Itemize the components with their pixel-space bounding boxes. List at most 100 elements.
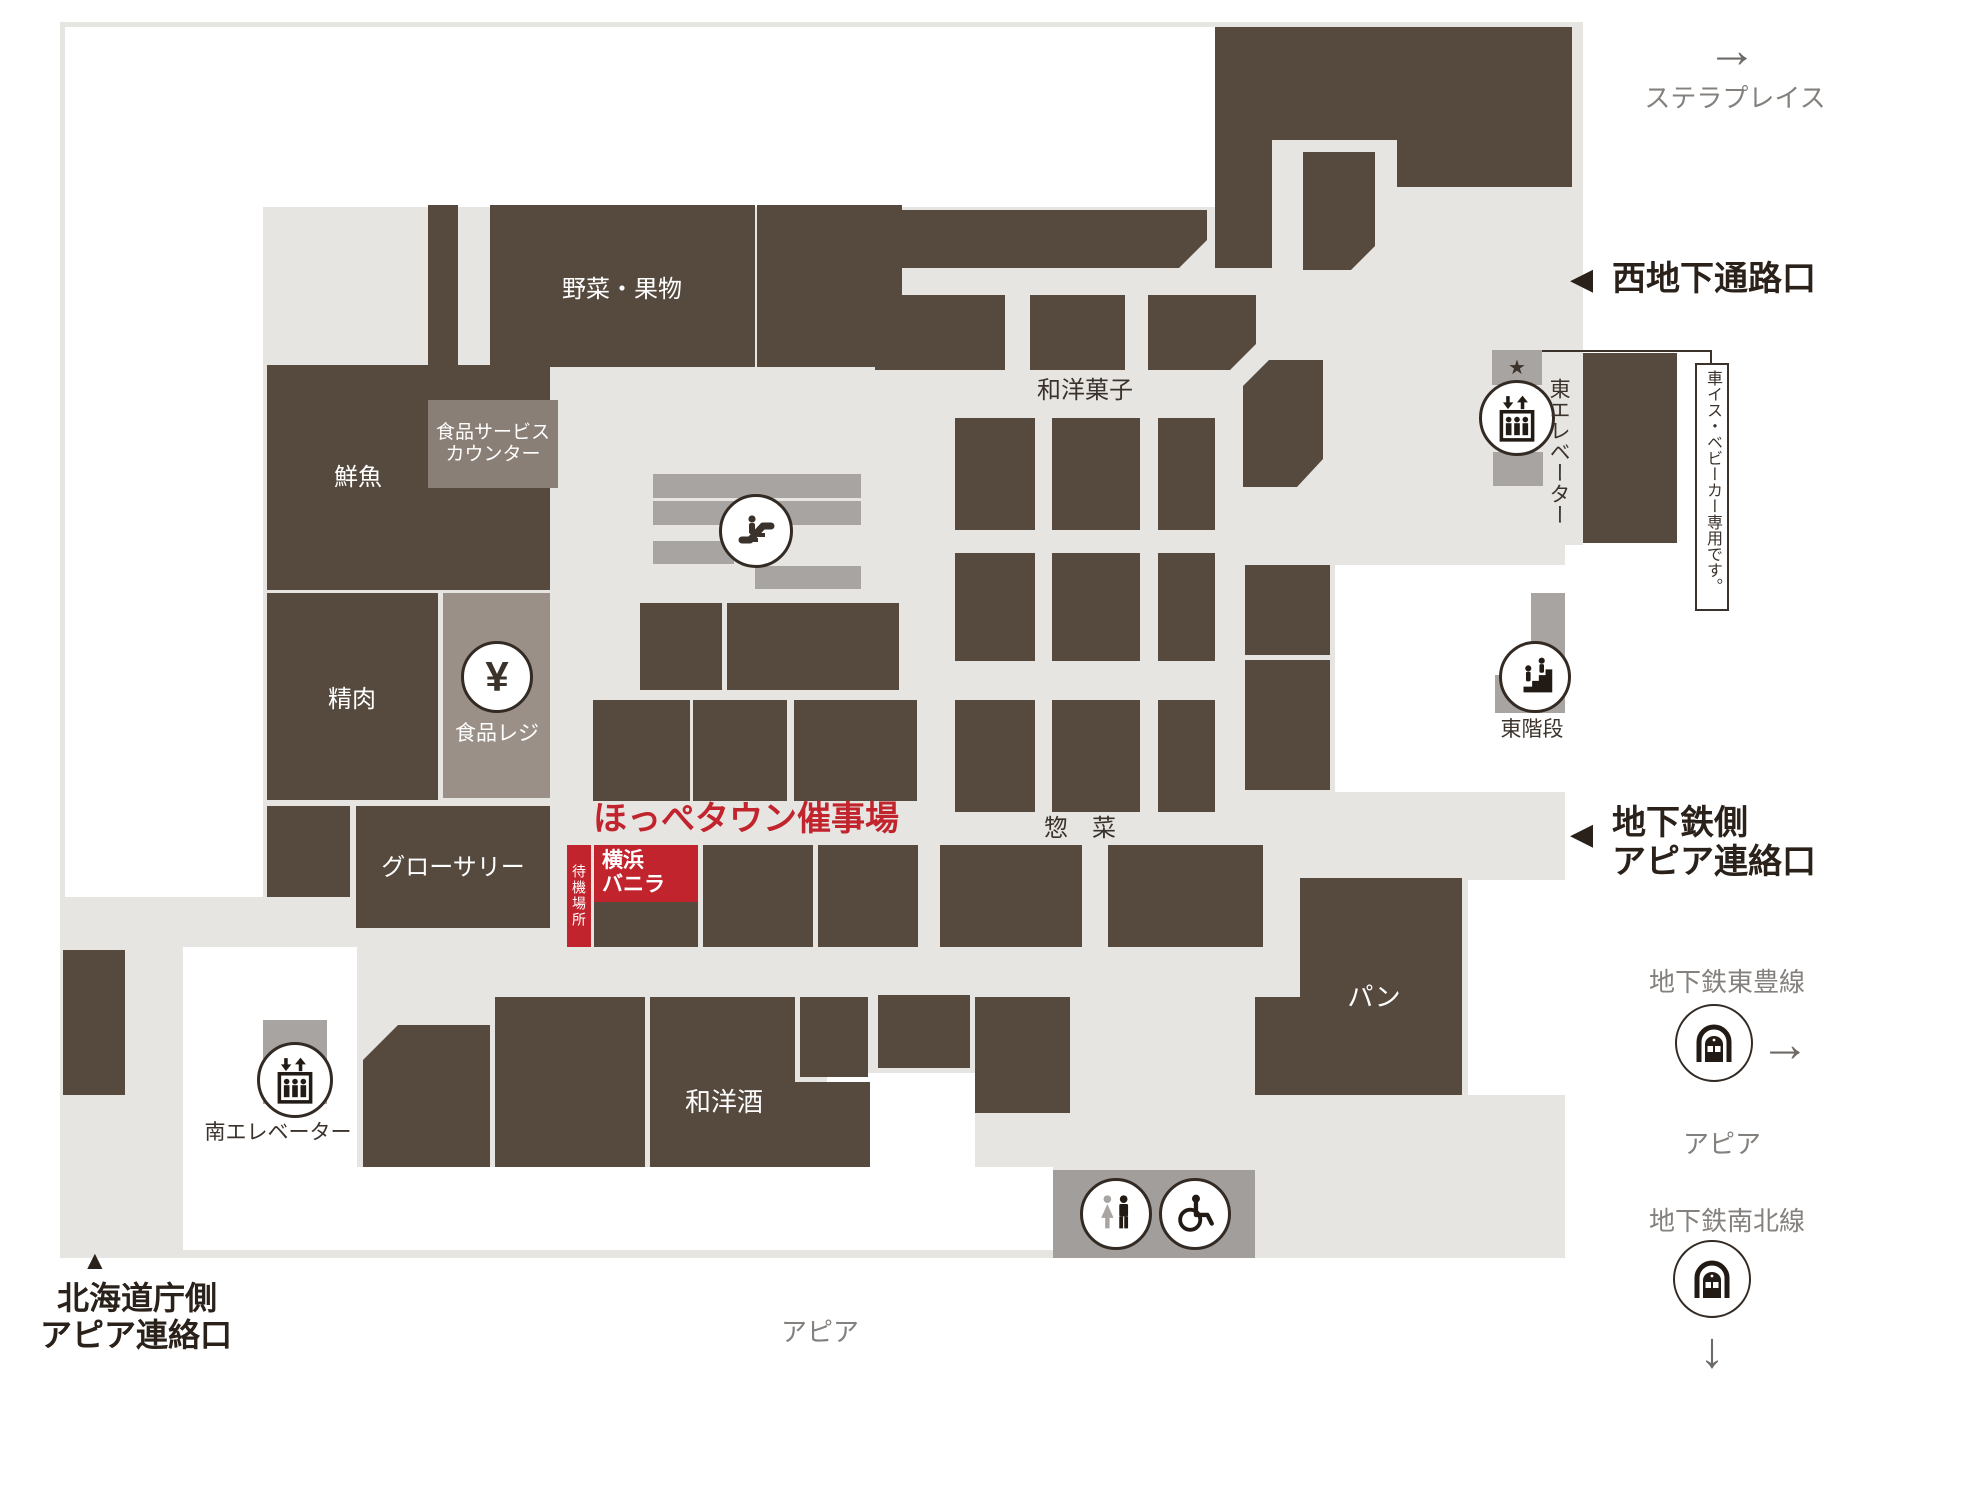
sweets-block: [1158, 418, 1215, 530]
sweets-block: [1158, 553, 1215, 661]
fixture-block: [594, 902, 698, 947]
liquor-label: 和洋酒: [684, 1087, 764, 1118]
note-leader-line: [1710, 350, 1712, 364]
fixture-block: [1397, 140, 1572, 187]
sweets-label: 和洋菓子: [1037, 377, 1133, 405]
namboku-arrow-icon: ↓: [1699, 1322, 1725, 1378]
deli-block: [940, 845, 1082, 947]
toho-line-label: 地下鉄東豊線: [1648, 967, 1806, 997]
block-bread: [1255, 997, 1305, 1095]
sweets-block: [1052, 700, 1140, 812]
subway-exit-arrow-icon: ◀: [1570, 818, 1594, 851]
sweets-block: [1052, 553, 1140, 661]
fixture-block: [363, 1025, 490, 1167]
south-elevator-icon: [257, 1042, 333, 1118]
bread-label: パン: [1347, 982, 1401, 1013]
namboku-train-icon: [1673, 1240, 1751, 1318]
block-bread: [1300, 878, 1462, 1095]
fixture-block: [1148, 295, 1256, 370]
vegetables-fruits-label: 野菜・果物: [562, 276, 682, 304]
sweets-block: [955, 553, 1035, 661]
fixture-block: [1272, 27, 1572, 140]
note-leader-line: [1542, 350, 1712, 352]
fixture-block: [875, 295, 1005, 370]
sweets-block: [1052, 418, 1140, 530]
fixture-block: [1243, 360, 1323, 487]
fixture-block: [878, 995, 970, 1068]
escalator-stripe: [755, 566, 861, 589]
east-stairs-icon: [1499, 641, 1571, 713]
deli-block: [818, 845, 918, 947]
food-service-counter-label: 食品サービス: [435, 422, 550, 444]
east-stairs-label: 東階段: [1500, 718, 1564, 741]
stellar-place-label: ステラプレイス: [1644, 83, 1826, 113]
fixture-block: [267, 806, 350, 897]
fixture-block: [1245, 565, 1330, 655]
fixture-block: [1583, 353, 1677, 543]
event-booth-yokohama-vanilla: 横浜 バニラ: [594, 845, 698, 902]
wheelchair-note-box: 車イス・ベビーカー専用です。: [1695, 363, 1729, 611]
toho-train-icon: [1675, 1004, 1753, 1082]
booth-label: 横浜: [602, 849, 644, 872]
event-hall-label: ほっぺタウン催事場: [593, 800, 899, 838]
sweets-block: [955, 700, 1035, 812]
subway-exit-label-line2: アピア連絡口: [1612, 843, 1816, 882]
block-meat: [267, 593, 438, 800]
fixture-block: [1030, 295, 1125, 370]
east-elevator-icon: [1479, 380, 1555, 456]
fixture-block: [640, 603, 722, 690]
food-service-counter: 食品サービス カウンター: [428, 400, 558, 488]
fixture-block: [975, 997, 1070, 1113]
deli-block: [1108, 845, 1263, 947]
toho-arrow-icon: →: [1760, 1016, 1810, 1072]
fixture-block: [794, 700, 917, 801]
wheelchair-note-label: 車イス・ベビーカー専用です。: [1704, 370, 1721, 594]
namboku-line-label: 地下鉄南北線: [1648, 1206, 1806, 1236]
east-elevator-shaft: [1493, 452, 1543, 486]
void-right-lower: [1468, 880, 1565, 1095]
block-liquor: [795, 1082, 870, 1167]
hokkaido-exit-label-line2: アピア連絡口: [40, 1316, 233, 1353]
sweets-block: [955, 418, 1035, 530]
food-service-counter-label: カウンター: [445, 444, 541, 465]
hokkaido-exit-label-line1: 北海道庁側: [57, 1280, 218, 1316]
fixture-block: [63, 950, 125, 1095]
star-box: ★: [1492, 350, 1542, 385]
block-vegetables-fruits: [490, 205, 755, 367]
west-exit-label: 西地下通路口: [1612, 260, 1816, 298]
hokkaido-exit-label: 北海道庁側 アピア連絡口: [40, 1280, 232, 1354]
fixture-block: [860, 210, 1207, 268]
block-grocery: [356, 806, 550, 928]
fixture-block: [693, 700, 787, 801]
deli-block: [703, 845, 813, 947]
fixture-block: [1215, 27, 1272, 268]
fixture-block: [593, 700, 690, 801]
deli-label: 惣 菜: [1044, 815, 1116, 843]
fixture-block: [1245, 660, 1330, 790]
wheelchair-icon: [1159, 1178, 1231, 1250]
block-liquor: [650, 997, 795, 1167]
waiting-area-label: 待機場所: [571, 864, 587, 928]
apia-east-label: アピア: [1682, 1129, 1762, 1159]
sweets-block: [1158, 700, 1215, 812]
escalator-stripe: [653, 541, 734, 564]
fixture-block: [1303, 152, 1375, 270]
meat-label: 精肉: [328, 686, 376, 714]
booth-label: バニラ: [602, 873, 665, 897]
fixture-block: [800, 997, 868, 1077]
south-elevator-label: 南エレベーター: [204, 1121, 352, 1144]
subway-exit-label: 地下鉄側 アピア連絡口: [1612, 804, 1816, 882]
apia-south-label: アピア: [780, 1317, 860, 1347]
fixture-block: [727, 603, 899, 690]
void-left: [65, 207, 263, 897]
yen-icon: ¥: [485, 653, 509, 700]
fresh-fish-label: 鮮魚: [334, 464, 382, 492]
event-waiting-area: 待機場所: [567, 845, 591, 947]
west-exit-arrow-icon: ◀: [1570, 263, 1594, 296]
escalator-icon: [719, 494, 793, 568]
hokkaido-exit-arrow-icon: ▲: [82, 1245, 108, 1275]
subway-exit-label-line1: 地下鉄側: [1612, 804, 1748, 842]
restroom-icon: [1080, 1178, 1152, 1250]
cash-register-icon: ¥: [461, 641, 533, 713]
